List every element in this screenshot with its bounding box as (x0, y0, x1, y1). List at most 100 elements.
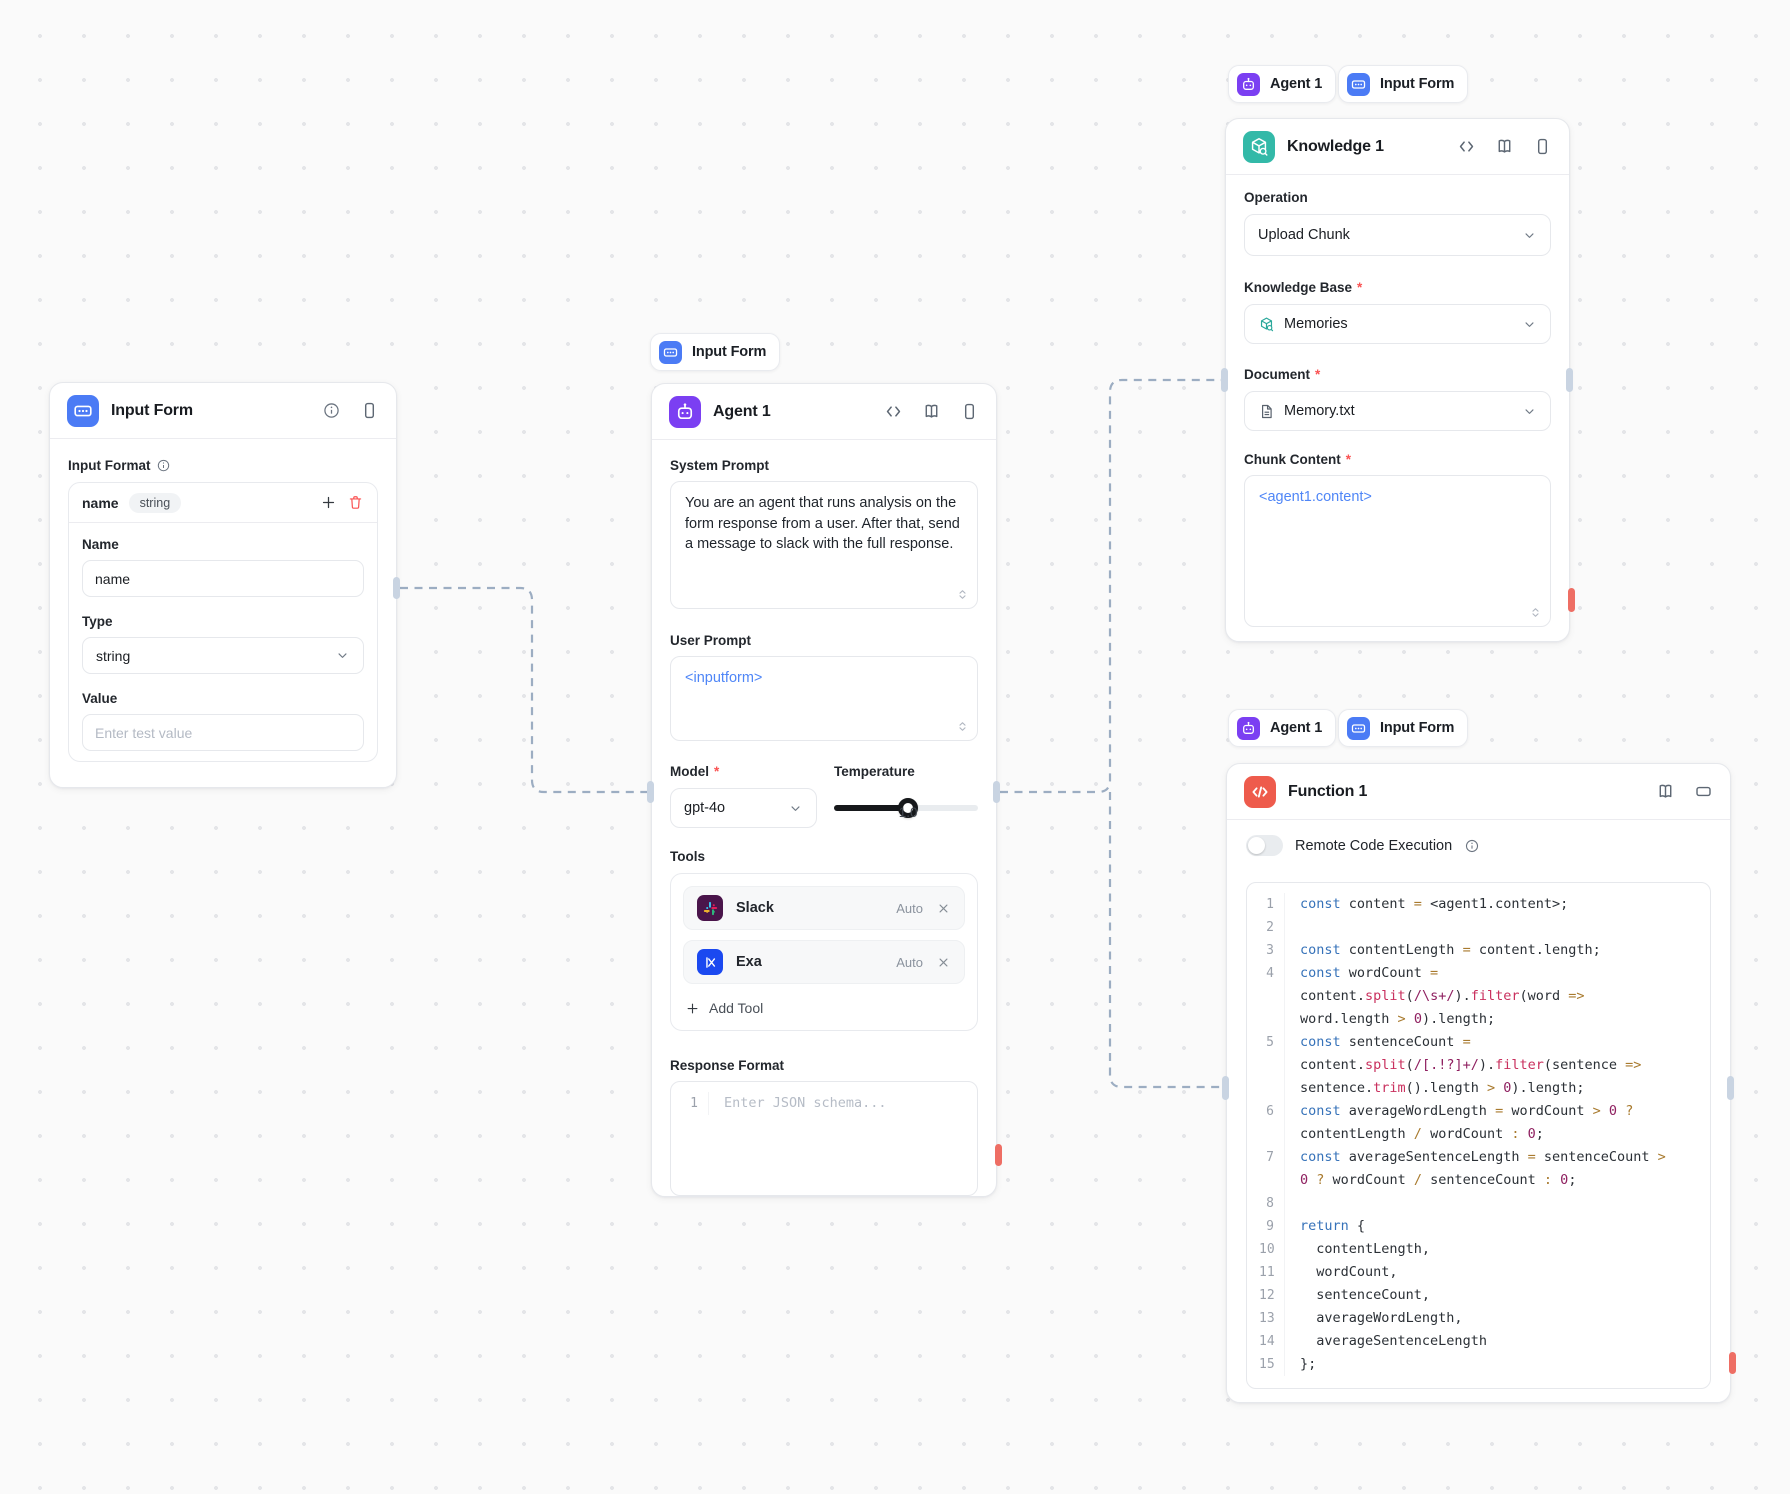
add-tool-button[interactable]: Add Tool (683, 994, 765, 1022)
code-icon[interactable] (1457, 137, 1476, 156)
chevron-down-icon (791, 805, 800, 811)
remove-tool-icon[interactable] (936, 955, 951, 970)
remove-tool-icon[interactable] (936, 901, 951, 916)
docs-icon[interactable] (922, 402, 941, 421)
user-prompt-label: User Prompt (670, 633, 752, 648)
input-form-icon (1347, 716, 1370, 740)
chunk-variable: <agent1.content> (1259, 489, 1372, 505)
knowledge-icon (1243, 130, 1275, 163)
code-line: 12 sentenceCount, (1259, 1284, 1698, 1307)
phone-preview-icon[interactable] (960, 402, 979, 421)
node-agent[interactable]: Agent 1 System Prompt You are an agent t… (651, 383, 997, 1197)
expand-icon[interactable] (1528, 605, 1543, 620)
format-row-header[interactable]: name string (69, 483, 377, 523)
code-text: averageWordLength, (1300, 1310, 1463, 1326)
tool-item[interactable]: Slack Auto (683, 886, 965, 930)
tag-input-form[interactable]: Input Form (650, 333, 781, 371)
knowledge-base-select[interactable]: Memories (1244, 304, 1551, 344)
node-knowledge[interactable]: Knowledge 1 Operation Upload Chunk Knowl… (1225, 118, 1570, 642)
model-select[interactable]: gpt-4o (670, 788, 817, 828)
response-format-label: Response Format (670, 1058, 785, 1073)
error-handle-knowledge[interactable] (1568, 588, 1575, 612)
line-number: 1 (1259, 893, 1285, 916)
system-prompt-textarea[interactable]: You are an agent that runs analysis on t… (670, 481, 978, 609)
expand-icon[interactable] (955, 587, 970, 602)
error-handle-function[interactable] (1729, 1352, 1736, 1374)
tool-item[interactable]: Exa Auto (683, 940, 965, 984)
tag-label: Input Form (1380, 76, 1455, 92)
output-handle-input-form[interactable] (393, 577, 400, 599)
chevron-down-icon (1525, 321, 1534, 327)
operation-label: Operation (1244, 190, 1308, 205)
line-number: 4 (1259, 962, 1285, 1031)
docs-icon[interactable] (1656, 782, 1675, 801)
input-handle-agent[interactable] (647, 781, 654, 803)
output-handle-function[interactable] (1727, 1076, 1734, 1100)
node-header[interactable]: Input Form (50, 383, 396, 439)
phone-preview-icon[interactable] (1533, 137, 1552, 156)
agent-icon (1237, 72, 1260, 96)
info-icon[interactable] (1464, 838, 1480, 854)
tool-mode-label: Auto (896, 954, 923, 970)
chunk-content-label: Chunk Content* (1244, 452, 1352, 467)
name-input[interactable] (82, 560, 364, 597)
value-input[interactable] (82, 714, 364, 751)
code-text: const contentLength = content.length; (1300, 942, 1601, 958)
tag-label: Input Form (1380, 720, 1455, 736)
tag-agent-2[interactable]: Agent 1 (1228, 709, 1337, 747)
tag-agent-1[interactable]: Agent 1 (1228, 65, 1337, 103)
temperature-slider[interactable] (834, 788, 978, 828)
info-icon[interactable] (322, 401, 341, 420)
code-line: 9 return { (1259, 1215, 1698, 1238)
tag-input-form-3[interactable]: Input Form (1338, 709, 1469, 747)
node-title: Function 1 (1288, 782, 1368, 800)
tag-input-form-2[interactable]: Input Form (1338, 65, 1469, 103)
field-name: name (82, 494, 119, 511)
code-text (1300, 916, 1682, 939)
chunk-content-textarea[interactable]: <agent1.content> (1244, 475, 1551, 627)
output-handle-agent[interactable] (993, 781, 1000, 803)
slider-thumb[interactable] (898, 798, 919, 818)
input-handle-function[interactable] (1222, 1076, 1229, 1100)
tool-name: Exa (736, 954, 762, 970)
tools-list: Slack Auto Exa Auto (683, 886, 965, 984)
input-form-icon (67, 394, 99, 427)
code-text: }; (1300, 1356, 1317, 1372)
document-select[interactable]: Memory.txt (1244, 391, 1551, 431)
line-number: 9 (1259, 1215, 1285, 1238)
error-handle-agent[interactable] (995, 1144, 1002, 1166)
node-title: Agent 1 (713, 402, 771, 420)
node-header[interactable]: Agent 1 (652, 384, 996, 440)
line-number: 11 (1259, 1261, 1285, 1284)
phone-preview-icon[interactable] (360, 401, 379, 420)
remote-code-toggle[interactable] (1246, 835, 1283, 856)
panel-icon[interactable] (1694, 782, 1713, 801)
operation-select[interactable]: Upload Chunk (1244, 214, 1551, 256)
expand-icon[interactable] (955, 719, 970, 734)
delete-field-icon[interactable] (347, 494, 364, 511)
docs-icon[interactable] (1495, 137, 1514, 156)
line-number: 7 (1259, 1146, 1285, 1192)
code-line: 11 wordCount, (1259, 1261, 1698, 1284)
node-header[interactable]: Knowledge 1 (1226, 119, 1569, 175)
node-input-form[interactable]: Input Form Input Format name string Name (49, 382, 397, 788)
input-handle-knowledge[interactable] (1221, 368, 1228, 392)
edge-agent-to-knowledge (1000, 378, 1222, 794)
code-icon[interactable] (884, 402, 903, 421)
info-icon[interactable] (156, 458, 171, 473)
response-format-editor[interactable]: 1 Enter JSON schema... (670, 1081, 978, 1196)
tag-label: Agent 1 (1270, 76, 1323, 92)
type-select[interactable]: string (82, 637, 364, 674)
code-text: return { (1300, 1218, 1366, 1234)
output-handle-knowledge[interactable] (1566, 368, 1573, 392)
function-icon (1244, 775, 1276, 808)
node-header[interactable]: Function 1 (1227, 764, 1730, 820)
add-field-icon[interactable] (320, 494, 337, 511)
code-text: const averageSentenceLength = sentenceCo… (1300, 1149, 1666, 1188)
user-prompt-textarea[interactable]: <inputform> (670, 656, 978, 741)
